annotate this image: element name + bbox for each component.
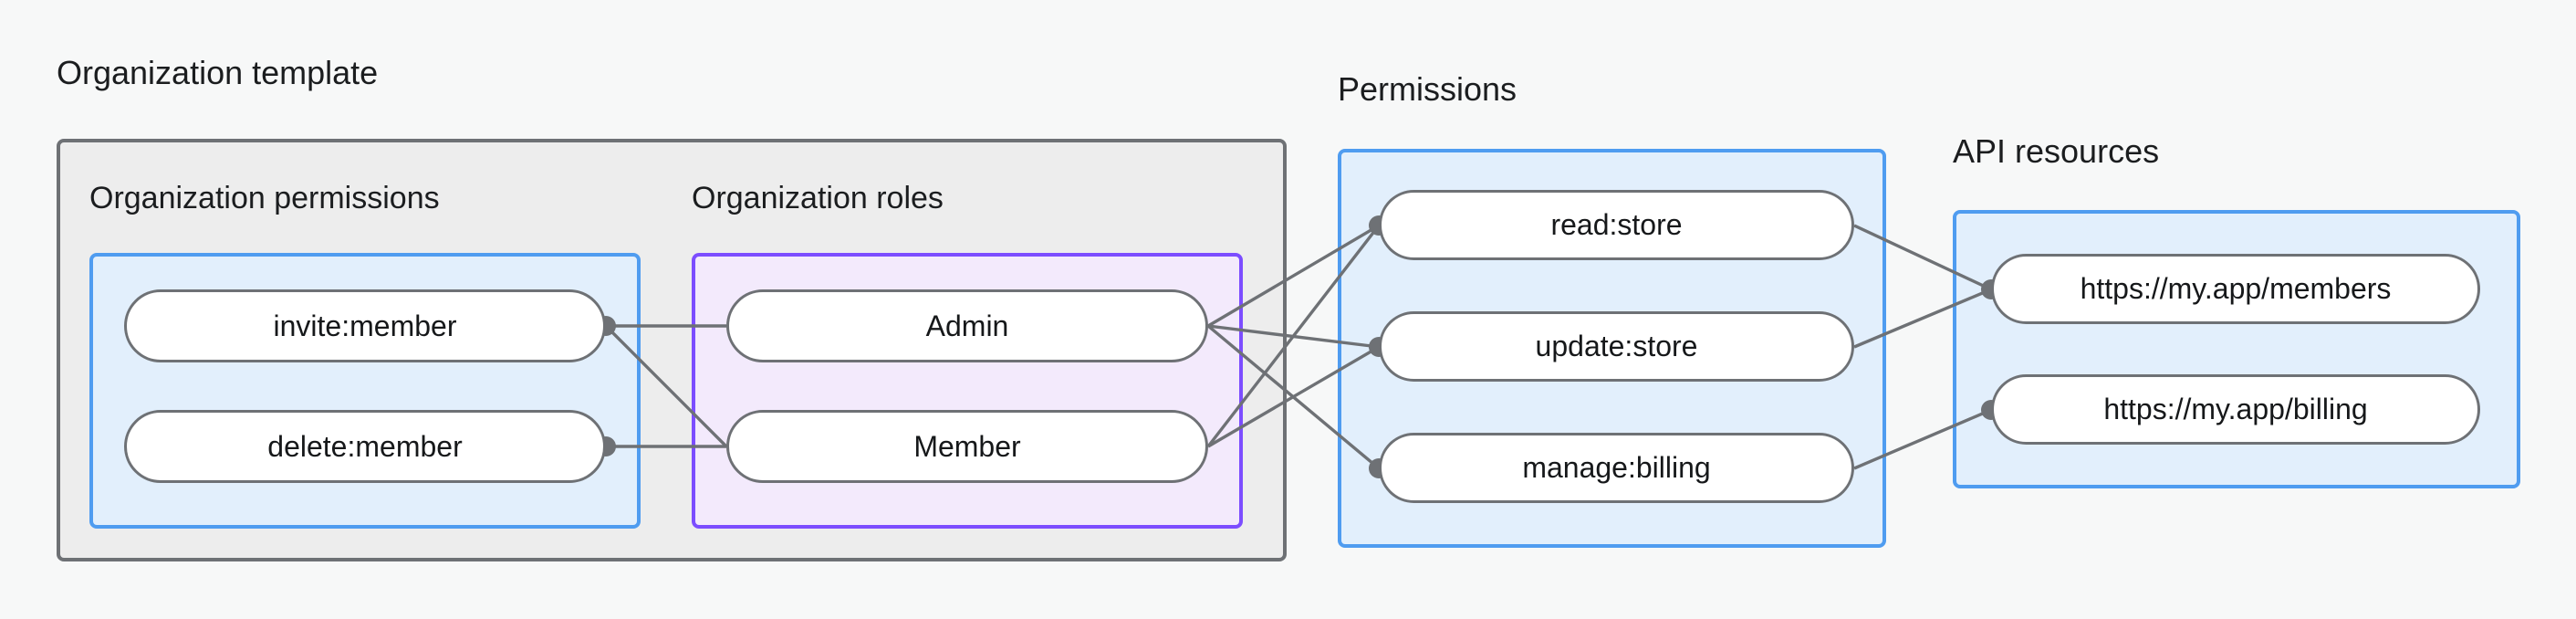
node-members-endpoint[interactable]: https://my.app/members [1991, 254, 2480, 324]
group-title-permissions: Permissions [1338, 70, 1517, 108]
group-title-organization-roles: Organization roles [692, 181, 944, 215]
group-title-api-resources: API resources [1953, 132, 2160, 170]
node-member[interactable]: Member [726, 410, 1208, 483]
node-read-store[interactable]: read:store [1379, 190, 1854, 260]
node-admin[interactable]: Admin [726, 289, 1208, 362]
group-api-resources [1953, 210, 2520, 488]
group-title-organization-permissions: Organization permissions [89, 181, 440, 215]
node-update-store[interactable]: update:store [1379, 311, 1854, 382]
node-manage-billing[interactable]: manage:billing [1379, 433, 1854, 503]
node-delete-member[interactable]: delete:member [124, 410, 606, 483]
node-billing-endpoint[interactable]: https://my.app/billing [1991, 374, 2480, 445]
group-title-organization-template: Organization template [57, 54, 379, 91]
node-invite-member[interactable]: invite:member [124, 289, 606, 362]
